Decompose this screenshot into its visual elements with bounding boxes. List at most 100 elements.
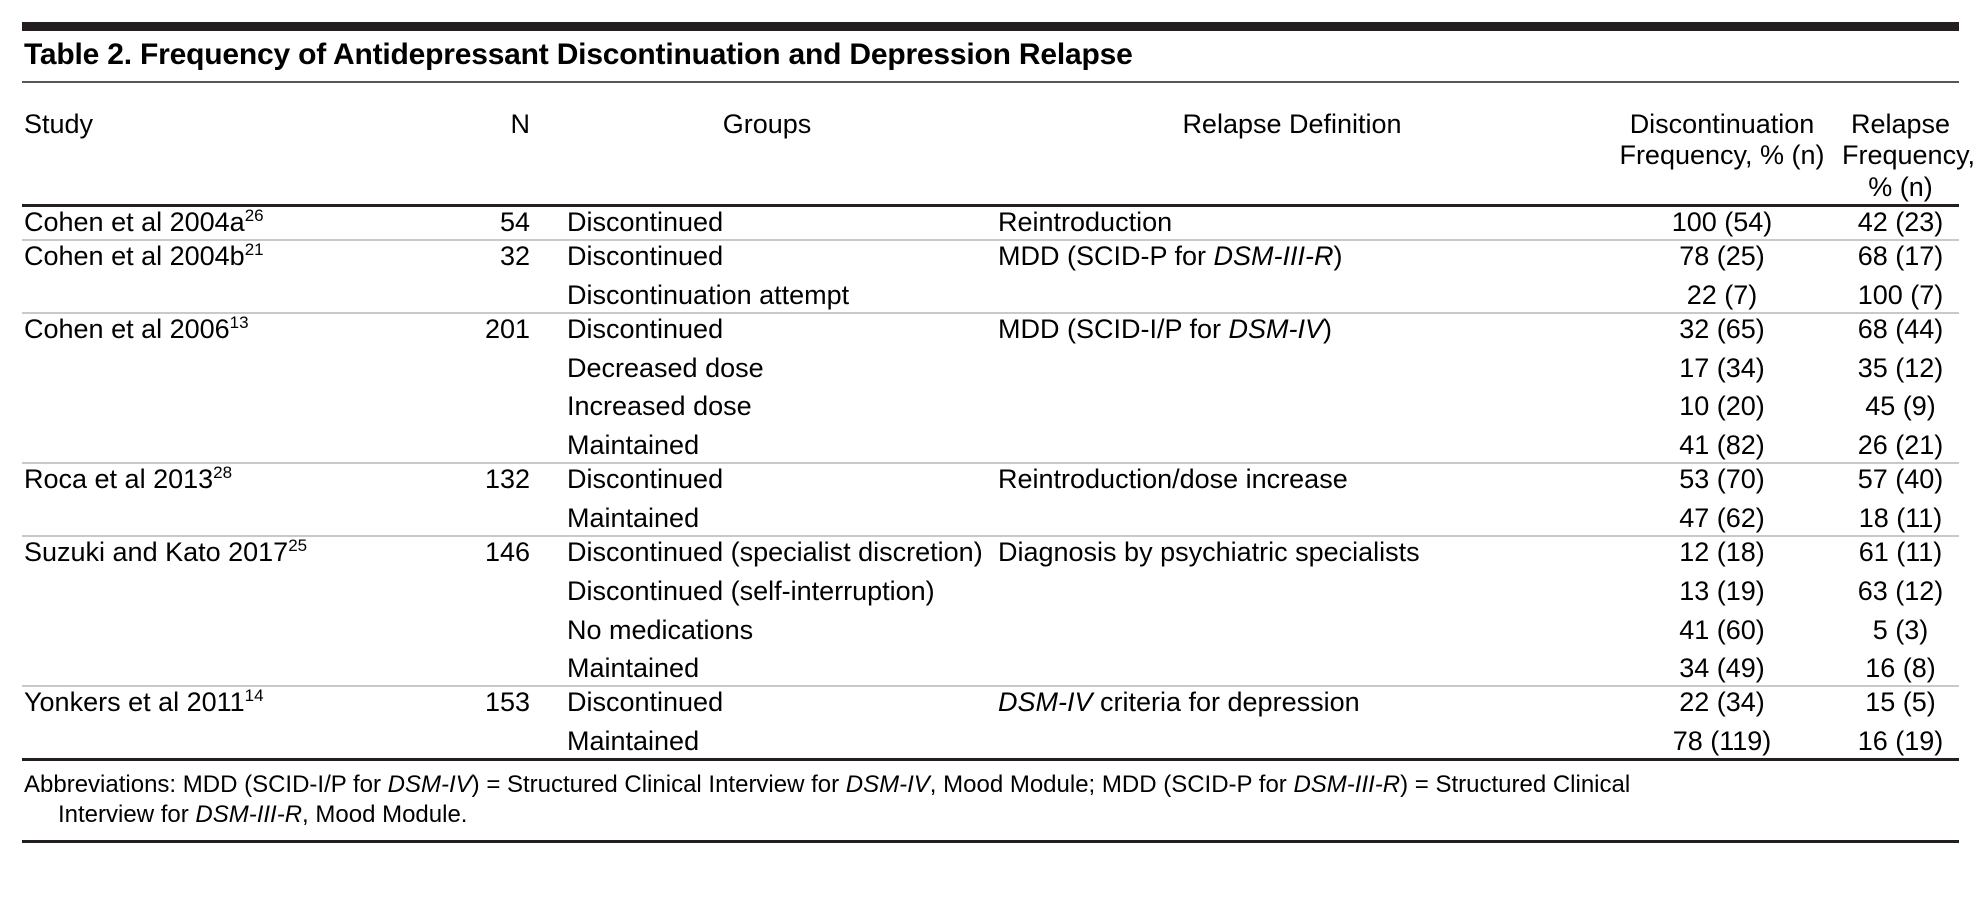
study-name: Roca et al 2013 [24,464,214,495]
group-label: Increased dose [567,391,752,422]
cell-relapse-definition: Diagnosis by psychiatric specialists [982,537,1602,685]
cell-groups: Discontinued (specialist discretion) Disc… [552,536,983,685]
table-header: Study N Groups Relapse Definition Discon… [22,83,1976,208]
cell-relapse-definition: MDD (SCID-I/P for DSM-IV) [982,314,1602,462]
discontinuation-value: 34 (49) [1679,653,1765,684]
footnote-part-4: ) = Structured Clinical [1400,771,1631,799]
relapse-definition-plain: Reintroduction/dose increase [998,464,1348,495]
cell-groups: Discontinued [552,207,982,239]
group-label: Decreased dose [567,352,764,383]
footnote-part-6: , Mood Module. [302,801,468,829]
cell-n: 54 [499,207,530,238]
discontinuation-value: 12 (18) [1679,536,1765,567]
cell-relapse-definition: MDD (SCID-P for DSM-III-R) [982,241,1602,312]
cell-relapse-frequency: 68 (17) 100 (7) [1842,241,1959,312]
discontinuation-value: 41 (82) [1679,430,1765,461]
discontinuation-value: 41 (60) [1679,614,1765,645]
cell-study: Cohen et al 200613 [22,314,442,462]
header-rule-row [22,204,1959,208]
discontinuation-value: 32 (65) [1679,313,1765,344]
relapse-value: 42 (23) [1857,207,1944,238]
group-label: Discontinued [567,207,724,238]
footnote-continuation: Interview for DSM-III-R, Mood Module. [24,800,1959,830]
group-label: Discontinuation attempt [567,279,850,310]
cell-relapse-frequency: 61 (11)63 (12)5 (3)16 (8) [1842,537,1959,685]
row-separator-cell [22,534,1959,537]
row-separator [22,534,1959,537]
relapse-value: 35 (12) [1857,352,1944,383]
row-separator-cell [22,462,1959,465]
study-reference-superscript: 14 [244,686,264,706]
study-name: Suzuki and Kato 2017 [24,536,289,567]
cell-relapse-definition: DSM-IV criteria for depression [982,687,1602,758]
cell-n: 201 [484,313,530,344]
group-label: Discontinued [567,241,724,272]
row-separator-rule [22,534,1959,537]
discontinuation-value: 22 (34) [1679,687,1765,718]
row-separator [22,239,1959,242]
group-label: Discontinued (self-interruption) [567,575,935,606]
cell-relapse-frequency: 68 (44)35 (12)45 (9)26 (21) [1842,314,1959,462]
cell-discontinuation-frequency: 78 (25)22 (7) [1602,241,1842,312]
relapse-value: 100 (7) [1857,279,1944,310]
cell-discontinuation-frequency: 32 (65)17 (34)10 (20)41 (82) [1602,314,1842,462]
relapse-definition-plain: Diagnosis by psychiatric specialists [998,536,1420,567]
row-separator-rule [22,239,1959,242]
relapse-definition-tail: criteria for depression [1092,687,1360,718]
row-separator-rule [22,685,1959,688]
cell-relapse-frequency: 15 (5)16 (19) [1842,687,1959,758]
relapse-definition-manual: DSM-IV [1228,313,1324,344]
header-spacer [22,83,1959,109]
footnote-part-5: Interview for [58,801,196,829]
group-label: Discontinued [567,464,724,495]
relapse-value: 18 (11) [1858,503,1943,534]
relapse-header-line2: Frequency, % (n) [1842,140,1976,203]
row-separator [22,311,1959,314]
relapse-value: 68 (17) [1857,241,1944,272]
footnote-italic-3: DSM-III-R [1293,771,1401,799]
cell-discontinuation-frequency: 12 (18)13 (19)41 (60)34 (49) [1602,537,1842,685]
footnote-italic-1: DSM-IV [387,771,472,799]
relapse-definition-plain: MDD (SCID-P for [998,241,1214,272]
header-rule-cell [22,204,1959,208]
group-label: Maintained [567,726,700,757]
header-row: Study N Groups Relapse Definition Discon… [22,108,1976,205]
relapse-value: 16 (8) [1865,653,1936,684]
row-separator-rule [22,311,1959,314]
study-name: Cohen et al 2004b [24,241,245,272]
cell-study: Roca et al 201328 [22,464,442,535]
relapse-definition-manual: DSM-III-R [1213,241,1334,272]
study-name: Cohen et al 2004a [24,207,245,238]
cell-relapse-definition: Reintroduction/dose increase [982,464,1602,535]
row-separator-cell [22,685,1959,688]
column-header-study: Study [24,108,94,139]
cell-discontinuation-frequency: 22 (34)78 (119) [1602,687,1842,758]
relapse-definition-text: Reintroduction [998,207,1602,239]
study-reference-superscript: 21 [244,240,264,260]
row-separator-cell [22,239,1959,242]
group-label: Discontinued [567,313,724,344]
group-label: Discontinued (specialist discretion) [567,536,983,567]
discontinuation-value: 100 (54) [1671,207,1773,238]
cell-n: 146 [484,536,530,567]
footnote-italic-4: DSM-III-R [195,801,303,829]
discontinuation-header-line1: Discontinuation [1629,108,1815,139]
relapse-definition-text: Diagnosis by psychiatric specialists [998,537,1602,569]
abbreviations-footnote: Abbreviations: MDD (SCID-I/P for DSM-IV)… [22,761,1959,840]
relapse-definition-plain: MDD (SCID-I/P for [998,313,1229,344]
relapse-definition-text: DSM-IV criteria for depression [998,687,1602,719]
discontinuation-value: 47 (62) [1679,503,1765,534]
column-header-relapse-frequency: Relapse Frequency, % (n) [1842,109,1976,205]
relapse-value: 45 (9) [1865,391,1936,422]
column-header-discontinuation-frequency: Discontinuation Frequency, % (n) [1602,109,1842,205]
relapse-definition-tail: ) [1333,241,1343,272]
